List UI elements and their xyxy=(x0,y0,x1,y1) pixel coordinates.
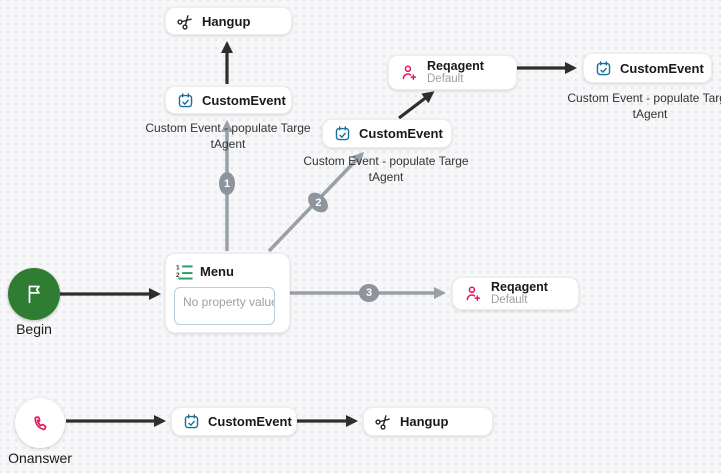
node-customevent-top[interactable]: CustomEvent xyxy=(165,86,292,114)
edge-customevent-to-reqagent[interactable] xyxy=(398,91,435,120)
calendar-check-icon xyxy=(183,413,200,430)
menu-property-placeholder: No property value xyxy=(183,295,275,309)
ordered-list-icon: 1 2 xyxy=(176,263,193,280)
menu-property-input[interactable]: No property value xyxy=(174,287,275,325)
node-onanswer[interactable] xyxy=(15,398,65,448)
node-title: CustomEvent xyxy=(208,414,292,429)
node-customevent-bottom[interactable]: CustomEvent xyxy=(171,407,297,436)
person-add-icon xyxy=(400,63,419,82)
node-caption: Custom Event - populate Targe tAgent xyxy=(303,154,469,184)
node-title: Hangup xyxy=(202,13,251,29)
calendar-check-icon xyxy=(595,60,612,77)
node-begin[interactable] xyxy=(8,268,60,320)
node-title: Menu xyxy=(200,264,234,279)
node-customevent-mid[interactable]: CustomEvent xyxy=(322,119,452,148)
node-title: CustomEvent xyxy=(359,126,443,141)
begin-label: Begin xyxy=(16,321,52,337)
node-customevent-top-right[interactable]: CustomEvent xyxy=(583,53,712,83)
svg-text:1: 1 xyxy=(176,264,180,271)
node-hangup-top[interactable]: Hangup xyxy=(165,7,292,35)
flag-icon xyxy=(22,282,46,306)
phone-icon xyxy=(29,412,51,434)
node-hangup-bottom[interactable]: Hangup xyxy=(363,407,493,436)
node-caption: Custom Event - populate Targe tAgent xyxy=(567,91,721,121)
node-title: Reqagent xyxy=(491,279,548,294)
person-add-icon xyxy=(464,284,483,303)
node-caption: Custom Event - populate Targe tAgent xyxy=(145,121,311,151)
node-title: Reqagent xyxy=(427,58,484,73)
node-reqagent-top[interactable]: Reqagent Default xyxy=(388,55,517,90)
edge-order-label-1[interactable]: 1 xyxy=(219,172,235,195)
onanswer-label: Onanswer xyxy=(8,450,72,466)
edge-order-label-3[interactable]: 3 xyxy=(359,284,379,302)
node-subtitle: Default xyxy=(491,293,528,306)
node-title: CustomEvent xyxy=(202,92,286,108)
calendar-check-icon xyxy=(177,92,194,109)
scissors-icon xyxy=(177,13,194,30)
calendar-check-icon xyxy=(334,125,351,142)
node-title: CustomEvent xyxy=(620,60,704,76)
node-menu[interactable]: 1 2 Menu No property value xyxy=(165,253,290,333)
node-reqagent-right[interactable]: Reqagent Default xyxy=(452,277,579,310)
scissors-icon xyxy=(375,413,392,430)
node-title: Hangup xyxy=(400,414,449,429)
svg-text:2: 2 xyxy=(176,272,180,279)
node-subtitle: Default xyxy=(427,72,464,85)
